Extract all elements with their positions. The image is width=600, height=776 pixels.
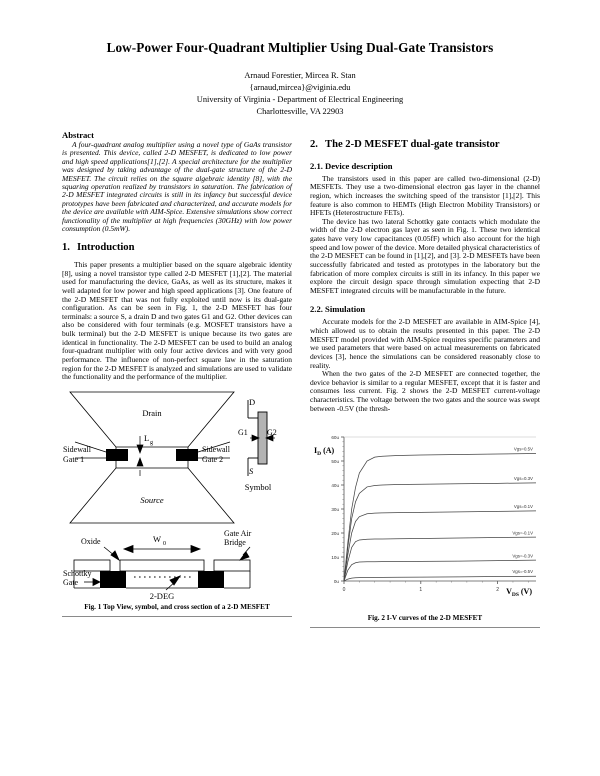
iv-curve-label: Vgs=-0.3V <box>512 554 533 559</box>
y-tick-label: 60u <box>331 435 339 440</box>
figure1-label-sidewall-gate1-line1: Sidewall <box>63 445 92 454</box>
abstract-heading: Abstract <box>62 130 94 140</box>
figure-1-rule <box>62 615 292 617</box>
iv-curve-label: Vgs=0.5V <box>514 447 533 452</box>
gate-contact-left <box>106 448 128 461</box>
figure1-label-source: Source <box>140 495 164 505</box>
figure1-symbol-label-g1: G1 <box>238 428 248 437</box>
y-tick-label: 40u <box>331 483 339 488</box>
figure-2: 0u 10u 20u 30u 40u 50u 60u 0 1 2 Vgs=0.5V Vgs=0.3V V… <box>310 423 540 629</box>
iv-curve-label: Vgs=0.3V <box>514 476 533 481</box>
author-block: Arnaud Forestier, Mircea R. Stan {arnaud… <box>62 70 538 119</box>
figure1-label-gate-air-bridge-line2: Bridge <box>224 538 246 547</box>
figure-1-caption: Fig. 1 Top View, symbol, and cross secti… <box>84 602 270 611</box>
iv-curve <box>343 560 537 582</box>
iv-curve <box>343 510 537 582</box>
figure1-schottky-block-left <box>100 570 126 588</box>
right-column: 2. The 2-D MESFET dual-gate transistor 2.… <box>310 130 540 629</box>
device-description-paragraph-1: The transistors used in this paper are c… <box>310 173 540 218</box>
author-names: Arnaud Forestier, Mircea R. Stan <box>244 70 356 80</box>
figure-2-caption: Fig. 2 I-V curves of the 2-D MESFET <box>367 614 483 623</box>
y-tick-label: 30u <box>331 507 339 512</box>
figure-2-rule <box>310 627 540 629</box>
iv-curve-label: Vgs=-0.5V <box>512 569 533 574</box>
author-email: {arnaud,mircea}@viginia.edu <box>249 83 351 93</box>
y-tick-label: 50u <box>331 459 339 464</box>
figure1-label-gate-air-bridge-line1: Gate Air <box>224 529 252 538</box>
author-address: Charlottesville, VA 22903 <box>256 107 344 117</box>
figure-2-chart: 0u 10u 20u 30u 40u 50u 60u 0 1 2 Vgs=0.5V Vgs=0.3V V… <box>314 435 537 598</box>
y-axis-label: ID (A) <box>314 446 335 457</box>
figure1-label-sidewall-gate2-line1: Sidewall <box>202 445 231 454</box>
x-tick-label: 2 <box>496 587 499 593</box>
left-column: Abstract A four-quadrant analog multipli… <box>62 130 292 628</box>
figure1-label-drain: Drain <box>142 408 162 418</box>
section-heading-introduction: 1. Introduction <box>62 242 292 255</box>
simulation-paragraph-2: When the two gates of the 2-D MESFET are… <box>310 369 540 413</box>
iv-curve-label: Vgs=0.1V <box>514 504 533 509</box>
figure1-label-sidewall-gate1-line2: Gate 1 <box>63 455 84 464</box>
figure1-symbol-label-s: S <box>249 466 254 476</box>
device-description-paragraph-2: The device has two lateral Schottky gate… <box>310 216 540 295</box>
figure1-label-oxide: Oxide <box>81 537 101 546</box>
figure1-cross-section <box>73 559 251 572</box>
figure1-label-lg-subscript: g <box>150 440 153 446</box>
figure1-symbol-title: Symbol <box>245 482 272 492</box>
section-number: 1. <box>62 242 70 254</box>
y-tick-label: 10u <box>331 555 339 560</box>
page-title: Low-Power Four-Quadrant Multiplier Using… <box>106 40 494 55</box>
simulation-paragraph-1: Accurate models for the 2-D MESFET are a… <box>310 317 540 370</box>
x-axis-label: VDS (V) <box>506 587 532 598</box>
figure1-symbol-graphic <box>247 399 258 476</box>
section-heading-2d-mesfet: 2. The 2-D MESFET dual-gate transistor <box>310 139 540 152</box>
iv-curve <box>343 482 537 582</box>
iv-curve <box>343 576 537 582</box>
x-tick-label: 1 <box>419 587 422 593</box>
y-tick-label: 20u <box>331 531 339 536</box>
y-tick-label: 0u <box>334 579 340 584</box>
figure-1: Drain Source Sidewall Gate 1 Sidewall Ga… <box>62 390 292 617</box>
figure1-label-w0: W <box>153 534 161 544</box>
iv-curve <box>343 453 537 582</box>
iv-curve <box>343 537 537 582</box>
introduction-text: This paper presents a multiplier based o… <box>62 260 292 382</box>
section-title: Introduction <box>77 242 135 254</box>
figure1-label-lg: L <box>144 433 149 443</box>
author-affiliation: University of Virginia - Department of E… <box>196 95 404 105</box>
subsection-heading-device-description: 2.1. Device description <box>310 160 393 171</box>
abstract-text: A four-quadrant analog multiplier using … <box>62 140 292 233</box>
section-number-2: 2. <box>310 139 318 150</box>
figure1-label-sidewall-gate2-line2: Gate 2 <box>202 455 223 464</box>
figure1-symbol-label-g2: G2 <box>267 428 277 437</box>
figure1-symbol-label-d: D <box>249 397 255 407</box>
figure-1-graphic: Drain Source Sidewall Gate 1 Sidewall Ga… <box>63 391 277 601</box>
iv-curve-label: Vgs=-0.1V <box>512 531 533 536</box>
section-title-2: The 2-D MESFET dual-gate transistor <box>325 139 500 150</box>
subsection-heading-simulation: 2.2. Simulation <box>310 304 366 315</box>
figure1-label-w0-subscript: 0 <box>163 541 166 547</box>
figure1-label-2deg: 2-DEG <box>150 591 175 601</box>
figure1-label-schottky-line2: Gate <box>63 578 79 587</box>
x-tick-label: 0 <box>343 587 346 593</box>
figure1-schottky-block-right <box>198 570 224 588</box>
two-column-body: Abstract A four-quadrant analog multipli… <box>62 130 540 629</box>
figure1-label-schottky-line1: Schottky <box>63 569 91 578</box>
gate-contact-right <box>176 448 198 461</box>
